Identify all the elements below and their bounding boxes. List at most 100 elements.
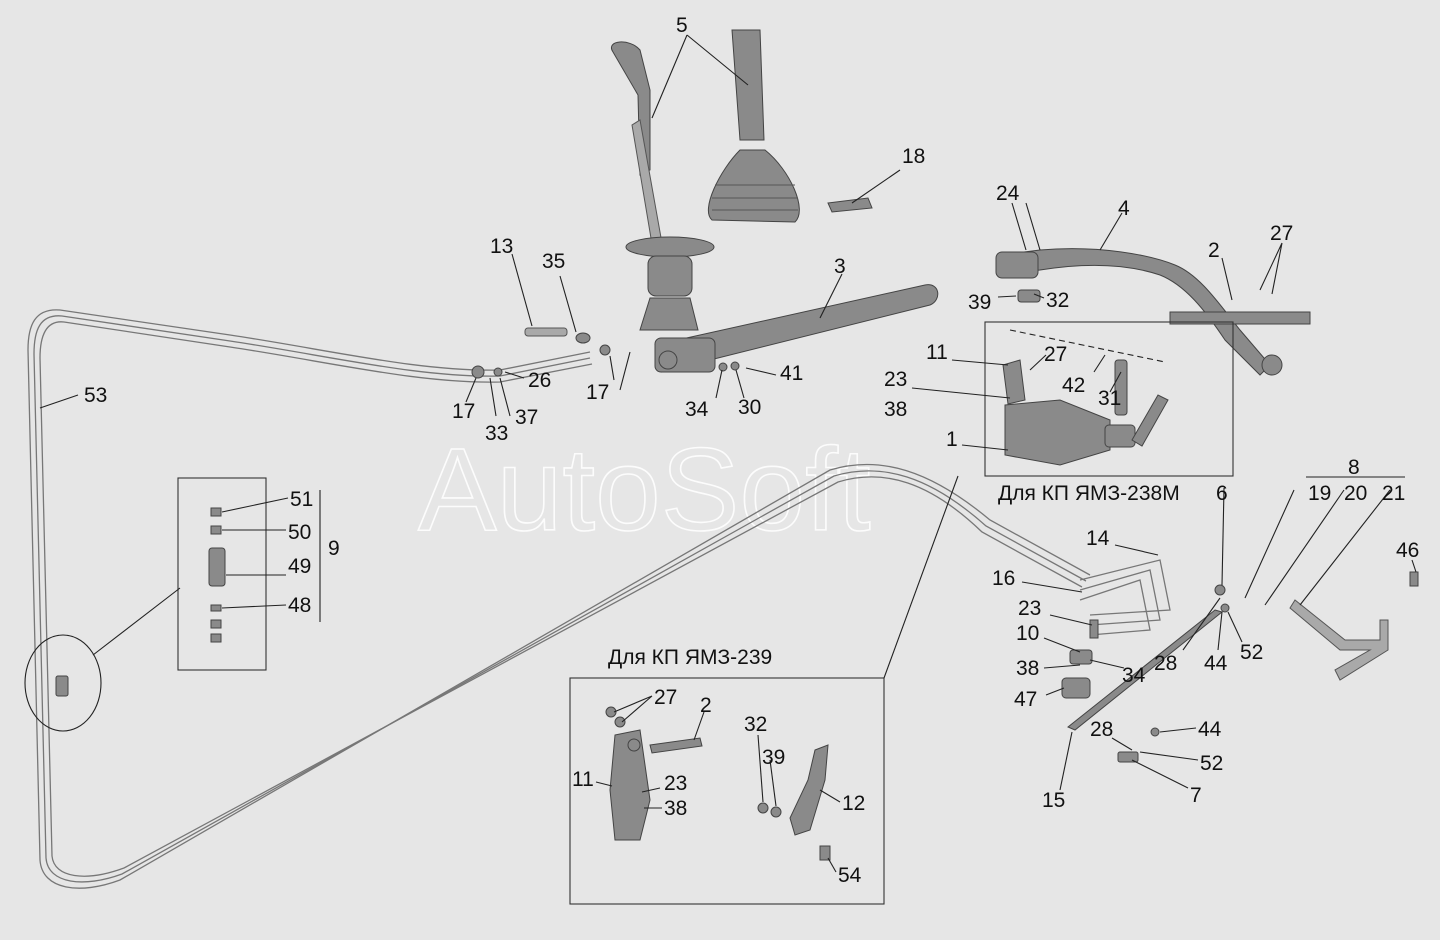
label-44b: 44 [1198,718,1222,741]
rod-15 [1067,609,1224,731]
label-24: 24 [996,182,1020,205]
shift-cable [27,309,1091,889]
selector-unit-1 [1002,359,1169,466]
shaft-4 [995,248,1311,376]
label-35: 35 [542,250,565,273]
caption-239: Для КП ЯМЗ-239 [608,646,772,669]
label-16: 16 [992,567,1015,590]
plate-18 [827,197,873,213]
label-51: 51 [290,488,313,511]
label-26: 26 [528,369,551,392]
label-10: 10 [1016,622,1039,645]
label-48: 48 [288,594,311,617]
nut-34 [718,362,728,372]
label-1: 1 [946,428,958,451]
kit-9-parts [208,507,226,643]
label-21: 21 [1382,482,1405,505]
washer-30 [730,361,740,371]
label-13: 13 [490,235,513,258]
lever-12 [789,744,829,836]
label-17b: 17 [586,381,609,404]
part-7 [1117,751,1139,763]
bolt-54 [819,845,831,861]
label-30: 30 [738,396,761,419]
label-27b: 27 [1044,343,1067,366]
label-12: 12 [842,792,865,815]
label-3: 3 [834,255,846,278]
label-27c: 27 [654,686,677,709]
label-15: 15 [1042,789,1065,812]
label-14: 14 [1086,527,1110,550]
label-6: 6 [1216,482,1228,505]
washer-35 [575,332,591,344]
label-4: 4 [1118,197,1130,220]
label-37: 37 [515,406,538,429]
washer-44a [1220,603,1230,613]
bolt-23b [1089,619,1099,639]
detail-circle [24,634,102,732]
label-52a: 52 [1240,641,1263,664]
label-23b: 23 [1018,597,1041,620]
label-20: 20 [1344,482,1367,505]
label-18: 18 [902,145,925,168]
label-39b: 39 [762,746,785,769]
nut-26 [493,367,503,377]
label-32b: 32 [744,713,767,736]
label-41: 41 [780,362,803,385]
bracket-11b [609,729,651,841]
label-54: 54 [838,864,862,887]
linkage-14-16 [1079,559,1171,636]
label-2a: 2 [1208,239,1220,262]
gear-lever [610,41,715,331]
label-11b: 11 [572,768,594,791]
shaft-2b [649,737,703,754]
label-23a: 23 [884,368,907,391]
lever-8 [1289,599,1389,681]
pin-46 [1409,571,1419,587]
label-2b: 2 [700,694,712,717]
label-42: 42 [1062,374,1085,397]
control-rod-3 [654,284,939,373]
label-32a: 32 [1046,289,1069,312]
label-50: 50 [288,521,311,544]
label-38a: 38 [884,398,907,421]
label-38b: 38 [1016,657,1039,680]
label-49: 49 [288,555,311,578]
label-33: 33 [485,422,508,445]
pin-13 [524,327,568,337]
label-38c: 38 [664,797,687,820]
box-9 [177,477,267,671]
part-numbers: 5 18 24 4 27 2 3 13 35 39 32 11 27 23 38… [84,14,1419,887]
clamp-47 [1061,677,1091,699]
box-239 [569,677,885,905]
label-46: 46 [1396,539,1419,562]
washer-27c-2 [614,716,626,728]
label-39a: 39 [968,291,991,314]
label-52b: 52 [1200,752,1223,775]
label-31: 31 [1098,387,1121,410]
label-34b: 34 [1122,664,1146,687]
washer-27c-1 [605,706,617,718]
label-53: 53 [84,384,107,407]
label-34a: 34 [685,398,709,421]
label-8: 8 [1348,456,1360,479]
box-238m [984,321,1234,477]
label-23c: 23 [664,772,687,795]
label-28b: 28 [1090,718,1113,741]
label-44a: 44 [1204,652,1228,675]
label-28a: 28 [1154,652,1177,675]
washer-32b [757,802,769,814]
label-5: 5 [676,14,688,37]
label-19: 19 [1308,482,1331,505]
clamp-17a [471,365,485,379]
clamp-39-32 [1017,289,1041,303]
rubber-boot [707,29,800,223]
clamp-17b [599,344,611,356]
label-47: 47 [1014,688,1037,711]
label-11a: 11 [926,341,948,364]
label-7: 7 [1190,784,1202,807]
label-17a: 17 [452,400,475,423]
nut-6 [1214,584,1226,596]
